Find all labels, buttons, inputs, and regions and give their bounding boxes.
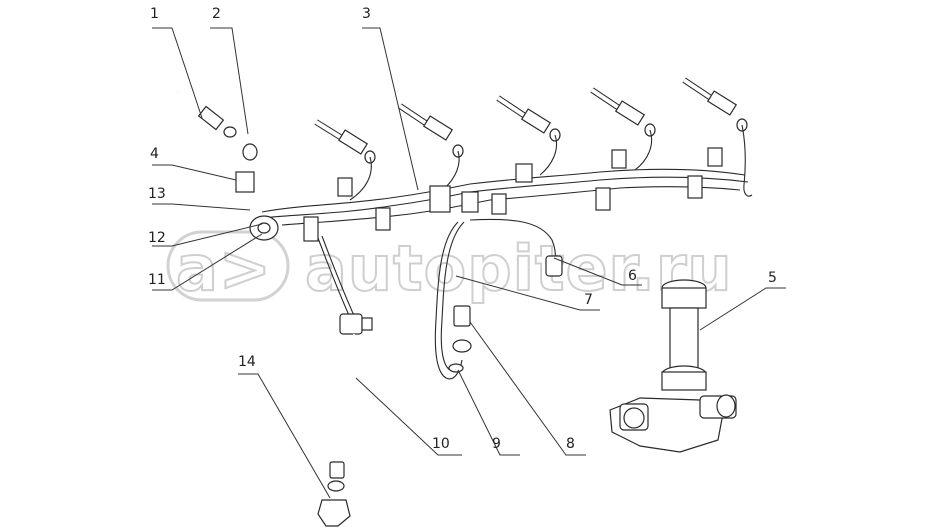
- injector-1: [176, 90, 258, 161]
- callout-13: 13: [148, 186, 166, 202]
- callout-11: 11: [148, 272, 166, 288]
- callout-3: 3: [362, 6, 371, 22]
- feed-pipe: [317, 235, 373, 527]
- fuel-rail: [235, 124, 753, 242]
- watermark-logo-text: a>: [176, 232, 272, 305]
- return-line: [434, 218, 563, 380]
- injector-5: [590, 87, 656, 137]
- injector-group: [176, 77, 748, 164]
- callout-8: 8: [566, 436, 575, 452]
- watermark: a> autopiter.ru: [166, 230, 733, 306]
- callout-6: 6: [628, 268, 637, 284]
- leader-lines: [152, 27, 786, 499]
- injector-4: [496, 95, 561, 142]
- injector-6: [682, 77, 748, 132]
- callout-1: 1: [150, 6, 159, 22]
- callout-7: 7: [584, 292, 593, 308]
- callout-2: 2: [212, 6, 221, 22]
- injector-2: [314, 119, 376, 164]
- callout-14: 14: [238, 354, 256, 370]
- injector-3: [398, 103, 464, 158]
- callout-9: 9: [492, 436, 501, 452]
- callout-4: 4: [150, 146, 159, 162]
- watermark-logo: a>: [166, 230, 290, 306]
- callout-10: 10: [432, 436, 450, 452]
- callout-5: 5: [768, 270, 777, 286]
- callout-labels: 1 2 3 4 5 6 7 8 9 10 11 12 13 14: [148, 6, 777, 452]
- fuel-pump: [609, 279, 737, 453]
- callout-12: 12: [148, 230, 166, 246]
